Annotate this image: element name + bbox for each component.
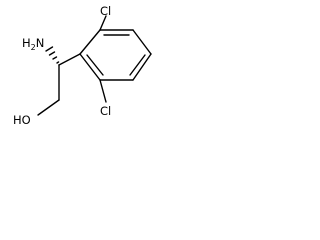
bond-cl-top: [99, 15, 107, 31]
bond-ch2-oh: [37, 99, 60, 116]
benzene-ring: [79, 29, 152, 81]
hydroxyl-label: HO: [13, 113, 31, 127]
bond-cl-bottom: [99, 79, 107, 103]
chemical-structure: H2N Cl Cl HO: [13, 4, 152, 127]
stereo-hash-bond: [45, 46, 60, 64]
bond-chiral-ring: [58, 53, 81, 66]
chlorine-top-label: Cl: [100, 4, 111, 18]
amine-label: H2N: [22, 36, 44, 52]
chlorine-bottom-label: Cl: [100, 104, 111, 118]
